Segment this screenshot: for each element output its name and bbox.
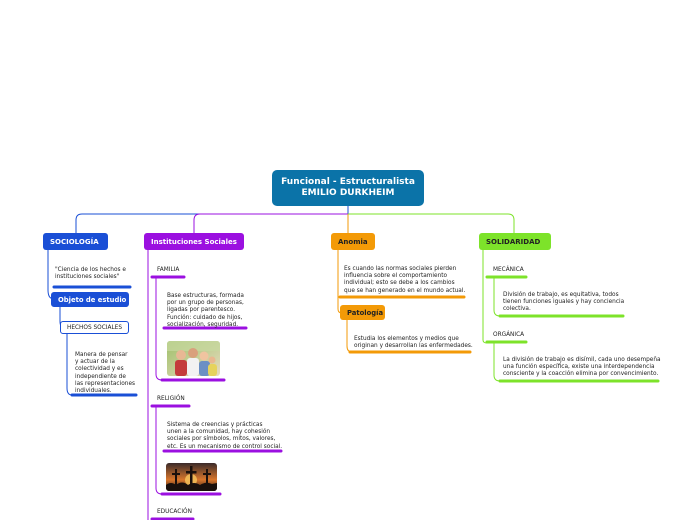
link-organica-text <box>493 342 501 382</box>
familia-text[interactable]: Base estructuras, formada por un grupo d… <box>167 293 244 328</box>
topic-objeto-estudio[interactable]: Objeto de estudio <box>51 292 129 307</box>
topic-sociologia[interactable]: SOCIOLOGÍA <box>43 233 108 250</box>
organica-text[interactable]: La división de trabajo es disímil, cada … <box>503 357 661 378</box>
patologia-text[interactable]: Estudia los elementos y medios que origi… <box>354 336 473 350</box>
link-root-sociologia <box>75 206 349 233</box>
root-topic[interactable]: Funcional - Estructuralista EMILIO DURKH… <box>272 170 424 206</box>
link-root-instituciones <box>193 213 348 233</box>
link-mecanica-text <box>493 277 501 317</box>
topic-instituciones[interactable]: Instituciones Sociales <box>144 233 244 250</box>
link-familia-children <box>155 277 163 381</box>
topic-patologia[interactable]: Patología <box>340 305 385 320</box>
topic-hechos-sociales[interactable]: HECHOS SOCIALES <box>60 321 129 334</box>
religion-text[interactable]: Sistema de creencias y prácticas unen a … <box>167 422 283 450</box>
topic-anomia[interactable]: Anomia <box>331 233 375 250</box>
sociologia-definition[interactable]: "Ciencia de los hechos e instituciones s… <box>55 267 126 281</box>
root-title: Funcional - Estructuralista <box>281 177 415 187</box>
link-solidaridad-trunk <box>482 250 488 344</box>
link-patologia-text <box>346 320 353 353</box>
root-subtitle: EMILIO DURKHEIM <box>301 188 395 198</box>
link-root-solidaridad <box>348 213 515 233</box>
topic-educacion[interactable]: EDUCACIÓN <box>157 509 192 515</box>
topic-solidaridad[interactable]: SOLIDARIDAD <box>479 233 551 250</box>
topic-familia[interactable]: FAMILIA <box>157 267 180 273</box>
mecanica-text[interactable]: División de trabajo, es equitativa, todo… <box>503 292 625 313</box>
link-hechos-text <box>66 334 73 396</box>
topic-mecanica[interactable]: MECÁNICA <box>493 267 524 273</box>
hechos-sociales-text[interactable]: Manera de pensar y actuar de la colectiv… <box>75 352 136 395</box>
link-religion-children <box>155 406 163 495</box>
anomia-text[interactable]: Es cuando las normas sociales pierden in… <box>344 266 466 294</box>
family-photo-icon <box>167 341 220 376</box>
topic-religion[interactable]: RELIGIÓN <box>157 396 185 402</box>
link-anomia-children <box>337 250 343 314</box>
crosses-sunset-photo-icon <box>166 463 217 491</box>
topic-organica[interactable]: ORGÁNICA <box>493 332 525 338</box>
